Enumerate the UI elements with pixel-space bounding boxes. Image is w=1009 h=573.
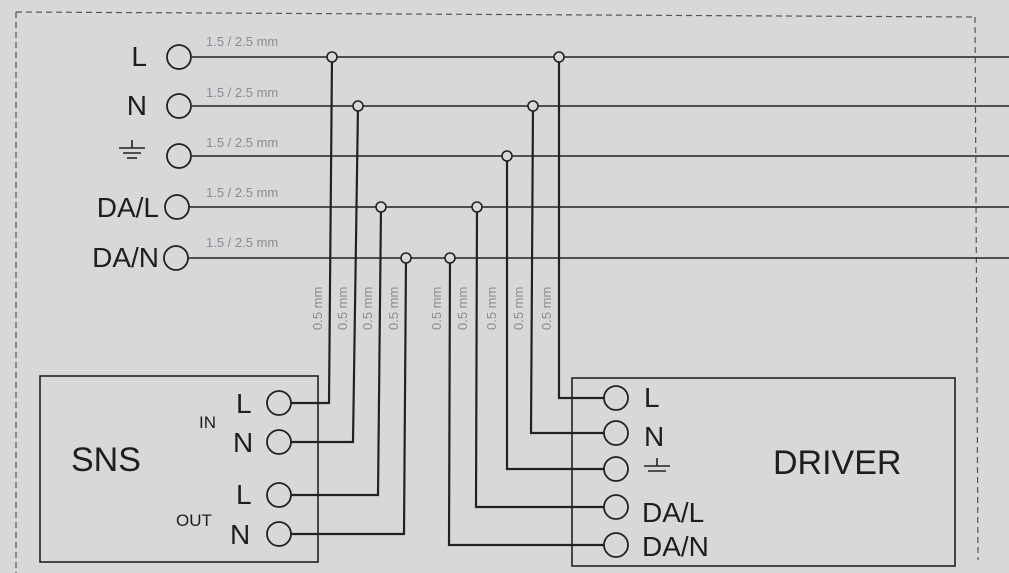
enclosure-border	[15, 11, 979, 573]
sns-terminal-label: N	[233, 427, 253, 458]
driver-terminal-label: N	[644, 421, 664, 452]
vertical-wire-label: 0.5 mm	[360, 287, 375, 330]
wire-earth-to-driver-earth	[505, 156, 615, 471]
ground-icon	[644, 458, 670, 472]
sns-terminal-label: L	[236, 479, 252, 510]
junction-dot	[553, 51, 565, 63]
junction-dot	[527, 100, 539, 112]
vertical-wire-label: 0.5 mm	[539, 287, 554, 330]
sns-in-label: IN	[199, 413, 216, 432]
wire-dan-to-sns-out-n	[280, 257, 408, 536]
vertical-wire-label: 0.5 mm	[310, 287, 325, 330]
wire-size-label: 1.5 / 2.5 mm	[206, 185, 278, 200]
ground-icon	[119, 140, 145, 159]
sns-terminal-label: N	[230, 519, 250, 550]
vertical-wire-label: 0.5 mm	[511, 287, 526, 330]
wire-dan-to-driver-dan	[447, 257, 615, 547]
mains-terminal-earth	[166, 143, 192, 169]
mains-terminal-n	[166, 93, 192, 119]
connection-wires	[280, 56, 615, 547]
wire-size-labels: 1.5 / 2.5 mm 1.5 / 2.5 mm 1.5 / 2.5 mm 1…	[206, 34, 278, 250]
junction-dot	[471, 201, 483, 213]
sns-terminals	[266, 390, 292, 547]
sns-terminal-out-l	[266, 482, 292, 508]
wire-l-to-sns-in-l	[280, 56, 334, 405]
sns-terminal-in-l	[266, 390, 292, 416]
vertical-wire-label: 0.5 mm	[484, 287, 499, 330]
mains-label-l: L	[131, 41, 147, 72]
junction-dot	[501, 150, 513, 162]
vertical-wire-label: 0.5 mm	[335, 287, 350, 330]
driver-terminals	[603, 385, 629, 558]
junction-dot	[375, 201, 387, 213]
mains-terminal-dan	[163, 245, 189, 271]
mains-wires	[189, 56, 1009, 259]
junction-dot	[400, 252, 412, 264]
wire-n-to-sns-in-n	[280, 105, 360, 444]
wire-size-label: 1.5 / 2.5 mm	[206, 34, 278, 49]
vertical-wire-labels: 0.5 mm 0.5 mm 0.5 mm 0.5 mm 0.5 mm 0.5 m…	[310, 287, 554, 330]
mains-terminal-l	[166, 44, 192, 70]
junctions	[326, 51, 565, 264]
mains-terminal-dal	[164, 194, 190, 220]
driver-box	[571, 377, 956, 567]
driver-terminal-l	[603, 385, 629, 411]
wire-dal-to-driver-dal	[474, 206, 615, 509]
sns-terminal-in-n	[266, 429, 292, 455]
vertical-wire-label: 0.5 mm	[386, 287, 401, 330]
driver-terminal-dan	[603, 532, 629, 558]
driver-terminal-earth	[603, 456, 629, 482]
sns-terminal-label: L	[236, 388, 252, 419]
driver-terminal-label: DA/N	[642, 531, 709, 562]
wire-size-label: 1.5 / 2.5 mm	[206, 135, 278, 150]
driver-terminal-label: DA/L	[642, 497, 704, 528]
mains-label-n: N	[127, 90, 147, 121]
wire-dal-to-sns-out-l	[280, 206, 383, 497]
mains-terminals	[163, 44, 192, 271]
junction-dot	[326, 51, 338, 63]
sns-box	[39, 375, 319, 563]
junction-dot	[352, 100, 364, 112]
wire-n-to-driver-n	[529, 105, 615, 435]
vertical-wire-label: 0.5 mm	[455, 287, 470, 330]
wire-size-label: 1.5 / 2.5 mm	[206, 85, 278, 100]
driver-title: DRIVER	[773, 444, 901, 482]
junction-dot	[444, 252, 456, 264]
mains-label-dan: DA/N	[92, 242, 159, 273]
mains-label-dal: DA/L	[97, 192, 159, 223]
sns-terminal-out-n	[266, 521, 292, 547]
sns-title: SNS	[71, 441, 141, 479]
sns-out-label: OUT	[176, 511, 212, 530]
wire-size-label: 1.5 / 2.5 mm	[206, 235, 278, 250]
wire-l-to-driver-l	[557, 57, 615, 400]
driver-terminal-n	[603, 420, 629, 446]
vertical-wire-label: 0.5 mm	[429, 287, 444, 330]
driver-terminal-label: L	[644, 382, 660, 413]
driver-terminal-dal	[603, 494, 629, 520]
